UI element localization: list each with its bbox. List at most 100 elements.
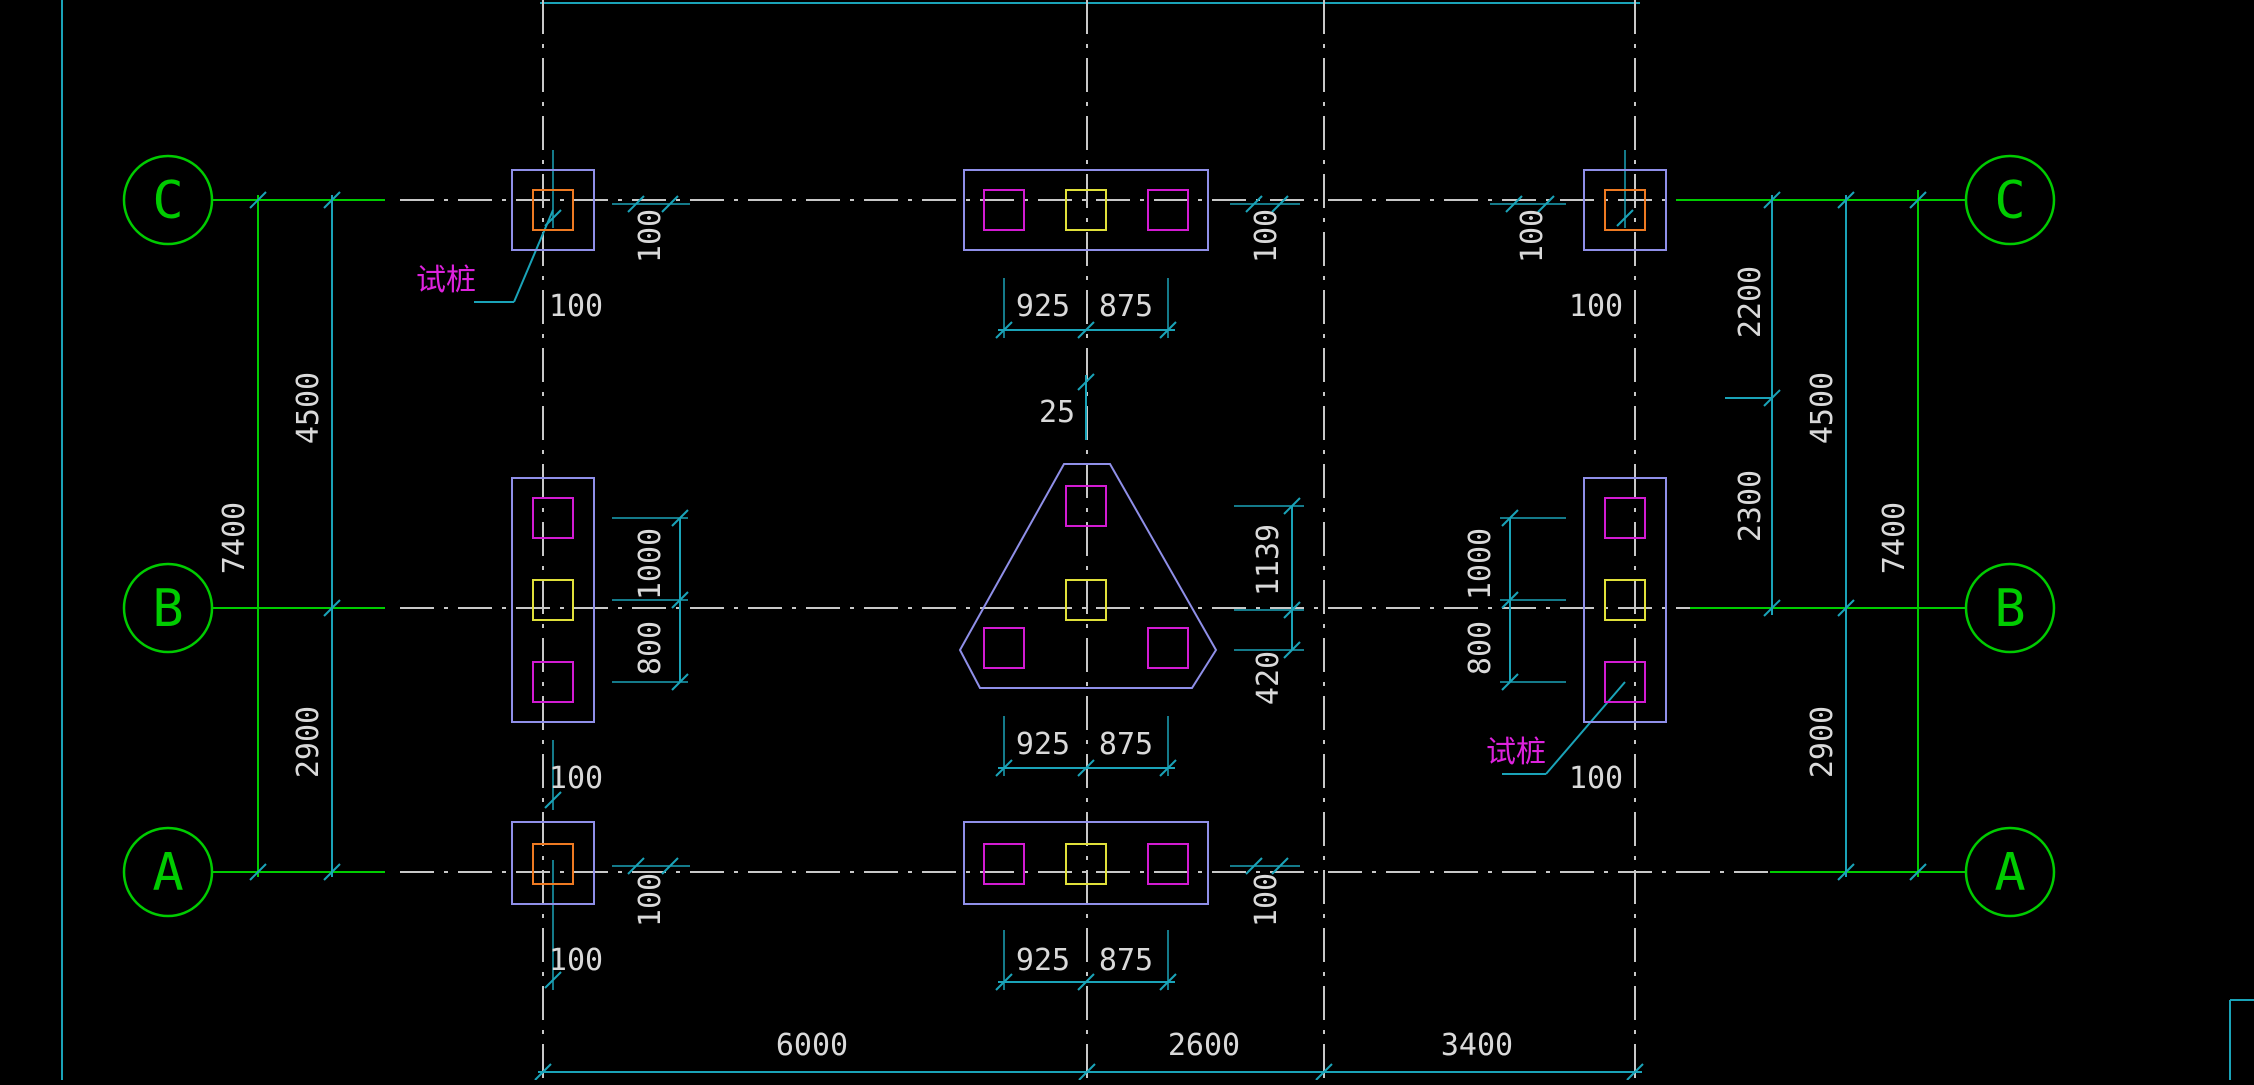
pile-b-left-3 (532, 661, 574, 703)
dim-tick (323, 863, 341, 881)
dim-bottom-6000: 6000 (776, 1028, 848, 1063)
dim-right-4500: 4500 (1805, 372, 1840, 444)
test-pile-c-right-inner (1604, 189, 1646, 231)
dim-tick (1909, 863, 1927, 881)
axis-label-A-right: A (1994, 843, 2025, 903)
dim-tick (1077, 321, 1095, 339)
test-pile-c-left-inner (532, 189, 574, 231)
dim-100-a-mid-vert: 100 (1249, 873, 1284, 927)
leader-test-pile-right-d (1545, 681, 1626, 775)
dim-tick (1626, 1063, 1644, 1081)
dim-1139: 1139 (1251, 524, 1286, 596)
axis-label-C-left: C (152, 171, 183, 231)
dim-tick (249, 863, 267, 881)
dim-925-bottom: 925 (1016, 943, 1070, 978)
axis-label-A-left: A (152, 843, 183, 903)
dim-tick (1271, 195, 1289, 213)
dim-tick (1616, 209, 1634, 227)
axis-bubble-A-right (1964, 826, 2056, 918)
dim-right-2200: 2200 (1733, 266, 1768, 338)
dim-100-b-right-below: 100 (1569, 761, 1623, 796)
pile-b-left-1 (532, 497, 574, 539)
pile-a-mid-3 (1147, 843, 1189, 885)
pile-c-mid-1 (983, 189, 1025, 231)
dim-tick (544, 971, 562, 989)
dim-875-top: 875 (1099, 289, 1153, 324)
dim-tick (1763, 599, 1781, 617)
dim-tick (1315, 1063, 1333, 1081)
dim-925-mid: 925 (1016, 727, 1070, 762)
dim-tick (1837, 599, 1855, 617)
pile-tri-center (1065, 579, 1107, 621)
dim-100-a-left-horiz: 100 (549, 943, 603, 978)
dim-tick (627, 857, 645, 875)
pile-c-mid-3 (1147, 189, 1189, 231)
dim-tick (1077, 759, 1095, 777)
dim-tick (627, 195, 645, 213)
pile-b-left-2 (532, 579, 574, 621)
dim-tick (1763, 191, 1781, 209)
test-pile-labels: 试桩 试桩 (416, 263, 1546, 770)
test-pile-label-left: 试桩 (416, 263, 476, 298)
dim-1000-left: 1000 (633, 528, 668, 600)
dim-tick (1537, 195, 1555, 213)
dim-tick (1909, 191, 1927, 209)
pile-b-right-2 (1604, 579, 1646, 621)
dim-tick (661, 195, 679, 213)
axis-bubble-C-right (1964, 154, 2056, 246)
dim-bottom-2600: 2600 (1168, 1028, 1240, 1063)
dim-tick (1245, 195, 1263, 213)
pile-tri-left (983, 627, 1025, 669)
dim-100-c-right-vert: 100 (1515, 209, 1550, 263)
pile-cap-c-mid (963, 169, 1209, 251)
test-pile-a-left-inner (532, 843, 574, 885)
dim-right-2300: 2300 (1733, 470, 1768, 542)
dim-tick (323, 599, 341, 617)
geometry-layer (122, 154, 2056, 918)
dim-tick (1837, 191, 1855, 209)
pile-cap-b-right (1583, 477, 1667, 723)
dim-925-top: 925 (1016, 289, 1070, 324)
dim-100-c-left-vert: 100 (633, 209, 668, 263)
pile-cap-triangle (958, 463, 1218, 689)
axis-label-B-right: B (1994, 579, 2025, 639)
pile-cap-c-left (511, 169, 595, 251)
dim-tick (323, 191, 341, 209)
axis-bubble-B-right (1964, 562, 2056, 654)
pile-a-mid-1 (983, 843, 1025, 885)
dim-800-left: 800 (633, 621, 668, 675)
dim-tick (534, 1063, 552, 1081)
dim-100-c-left-horiz: 100 (549, 289, 603, 324)
pile-c-mid-2 (1065, 189, 1107, 231)
dim-tick (1245, 857, 1263, 875)
dim-right-2900: 2900 (1805, 706, 1840, 778)
dim-tick (661, 857, 679, 875)
dim-bottom-3400: 3400 (1441, 1028, 1513, 1063)
dim-tick (249, 191, 267, 209)
dim-25: 25 (1039, 395, 1075, 430)
dim-left-4500: 4500 (291, 372, 326, 444)
dim-1000-right: 1000 (1463, 528, 1498, 600)
dim-100-c-mid-vert: 100 (1249, 209, 1284, 263)
pile-b-right-1 (1604, 497, 1646, 539)
pile-b-right-3 (1604, 661, 1646, 703)
dim-100-a-left-vert: 100 (633, 873, 668, 927)
dim-tick (1077, 373, 1095, 391)
dim-100-c-right-horiz: 100 (1569, 289, 1623, 324)
dim-tick (1271, 857, 1289, 875)
dim-left-2900: 2900 (291, 706, 326, 778)
construction-lines-layer (61, 0, 2254, 1081)
dim-tick (1078, 1063, 1096, 1081)
axis-label-C-right: C (1994, 171, 2025, 231)
pile-cap-b-left (511, 477, 595, 723)
pile-cap-c-right (1583, 169, 1667, 251)
pile-cap-a-left (511, 821, 595, 905)
test-pile-label-right: 试桩 (1486, 735, 1546, 770)
dim-875-mid: 875 (1099, 727, 1153, 762)
axis-bubble-A-left (122, 826, 214, 918)
dimension-texts: 6000 2600 3400 7400 4500 2900 2200 2300 … (217, 209, 1912, 1063)
axis-label-B-left: B (152, 579, 183, 639)
pile-cap-a-mid (963, 821, 1209, 905)
